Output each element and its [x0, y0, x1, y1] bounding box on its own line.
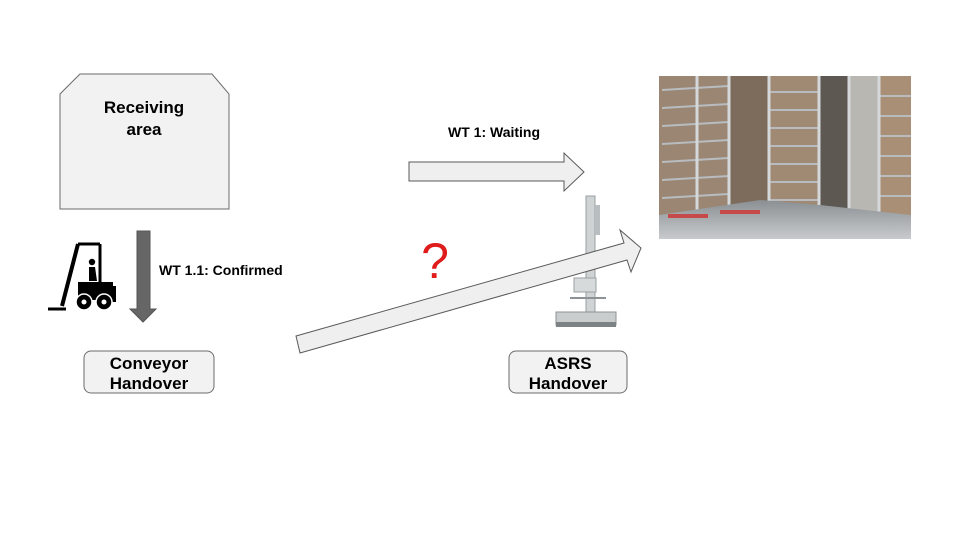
conveyor-handover-label-line1: Conveyor: [110, 354, 189, 373]
receiving-area-label-line1: Receiving: [104, 98, 184, 117]
waiting-arrow: [408, 151, 585, 193]
down-arrow: [128, 230, 158, 323]
asrs-direct-arrow: [295, 228, 642, 354]
asrs-handover-box: ASRS Handover: [508, 350, 628, 394]
asrs-handover-label-line2: Handover: [529, 374, 608, 393]
receiving-area-box: Receiving area: [59, 73, 230, 210]
receiving-area-label-line2: area: [127, 120, 163, 139]
warehouse-photo: [659, 76, 911, 239]
conveyor-handover-label-line2: Handover: [110, 374, 189, 393]
asrs-handover-label-line1: ASRS: [544, 354, 591, 373]
conveyor-handover-box: Conveyor Handover: [83, 350, 215, 394]
task-waiting-label: WT 1: Waiting: [448, 124, 540, 140]
forklift-icon: [48, 242, 116, 311]
question-mark: ?: [421, 233, 449, 289]
task-confirmed-label: WT 1.1: Confirmed: [159, 262, 283, 278]
